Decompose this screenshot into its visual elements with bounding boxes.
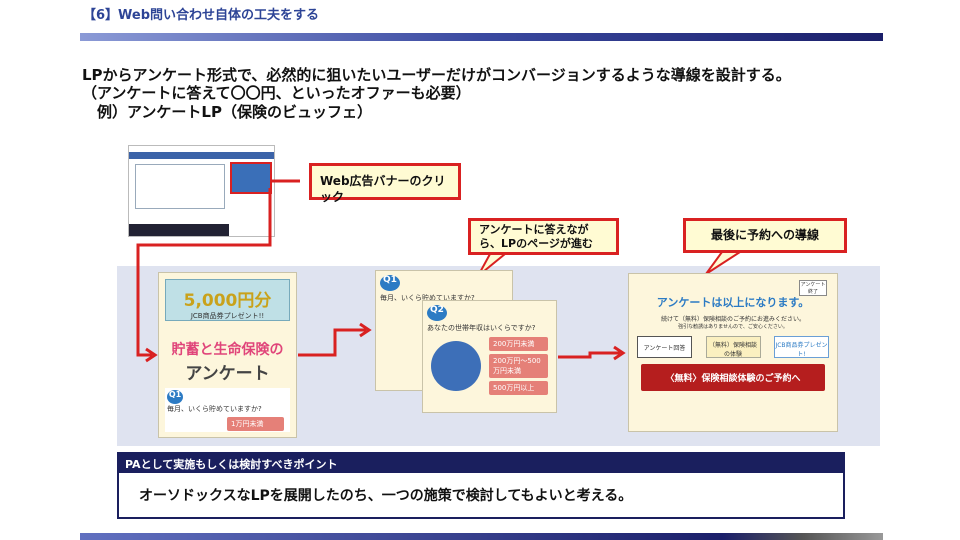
q1-text: 毎月、いくら貯めていますか? bbox=[167, 405, 262, 413]
callout-3-pointer bbox=[705, 251, 741, 275]
illustration bbox=[431, 341, 481, 391]
complete-sub1: 続けて（無料）保険相談のご予約にお進みください。 bbox=[660, 316, 805, 323]
website-screenshot bbox=[128, 145, 275, 237]
arrow-banner-to-lp bbox=[136, 188, 272, 357]
lp-q2-image: Q2 あなたの世帯年収はいくらですか? 200万円未満 200万円～500万円未… bbox=[422, 300, 557, 413]
survey-end-badge: アンケート終了 bbox=[799, 280, 827, 296]
callout-survey-progress: アンケートに答えながら、LPのページが進む bbox=[468, 218, 619, 255]
point-box-heading: PAとして実施もしくは検討すべきポイント bbox=[119, 454, 843, 473]
banner-highlight bbox=[230, 162, 272, 194]
q2-badge: Q2 bbox=[427, 305, 447, 321]
step-consult: （無料）保険相談の体験 bbox=[705, 336, 761, 358]
body-line-3: 例）アンケートLP（保険のビュッフェ） bbox=[82, 103, 372, 121]
answer-option[interactable]: 1万円未満 bbox=[227, 417, 284, 431]
lp-headline-2: アンケート bbox=[185, 364, 270, 384]
lp-headline-1: 貯蓄と生命保険の bbox=[171, 342, 284, 358]
offer-gift: JCB商品券プレゼント!! bbox=[190, 312, 265, 320]
callout-ad-banner-click: Web広告バナーのクリック bbox=[309, 163, 461, 204]
slide-title: 【6】Web問い合わせ自体の工夫をする bbox=[83, 8, 320, 23]
lp-survey-complete-image: アンケート終了 アンケートは以上になります。 続けて（無料）保険相談のご予約にお… bbox=[628, 273, 838, 432]
q1-badge: Q1 bbox=[167, 390, 183, 404]
point-box: PAとして実施もしくは検討すべきポイント オーソドックスなLPを展開したのち、一… bbox=[117, 452, 845, 519]
offer-amount: 5,000円分 bbox=[183, 291, 272, 311]
answer-option[interactable]: 200万円未満 bbox=[489, 337, 548, 351]
arrow-questions-to-final bbox=[558, 351, 620, 359]
reserve-cta-button[interactable]: 〈無料〉保険相談体験のご予約へ bbox=[641, 364, 825, 391]
arrow-lp-to-questions bbox=[298, 328, 366, 357]
q2-text: あなたの世帯年収はいくらですか? bbox=[427, 324, 536, 332]
answer-option[interactable]: 500万円以上 bbox=[489, 381, 548, 395]
complete-title: アンケートは以上になります。 bbox=[656, 296, 810, 309]
body-line-2: （アンケートに答えて〇〇円、といったオファーも必要） bbox=[82, 84, 471, 102]
lp-survey-top-image: 5,000円分 JCB商品券プレゼント!! 貯蓄と生命保険の アンケート Q1 … bbox=[158, 272, 297, 438]
answer-option[interactable]: 200万円～500万円未満 bbox=[489, 354, 548, 378]
header-bar bbox=[80, 33, 883, 41]
step-survey: アンケート回答 bbox=[637, 336, 692, 358]
complete-sub2: 強引な勧誘はありませんので、ご安心ください。 bbox=[678, 324, 788, 330]
q1-badge: Q1 bbox=[380, 275, 400, 291]
body-line-1: LPからアンケート形式で、必然的に狙いたいユーザーだけがコンバージョンするような… bbox=[82, 66, 791, 84]
q1-text: 毎月、いくら貯めていますか? bbox=[380, 294, 475, 302]
point-box-text: オーソドックスなLPを展開したのち、一つの施策で検討してもよいと考える。 bbox=[139, 488, 633, 504]
step-gift: JCB商品券プレゼント! bbox=[774, 336, 829, 358]
callout-final-reservation: 最後に予約への導線 bbox=[683, 218, 847, 253]
footer-bar bbox=[80, 533, 883, 540]
